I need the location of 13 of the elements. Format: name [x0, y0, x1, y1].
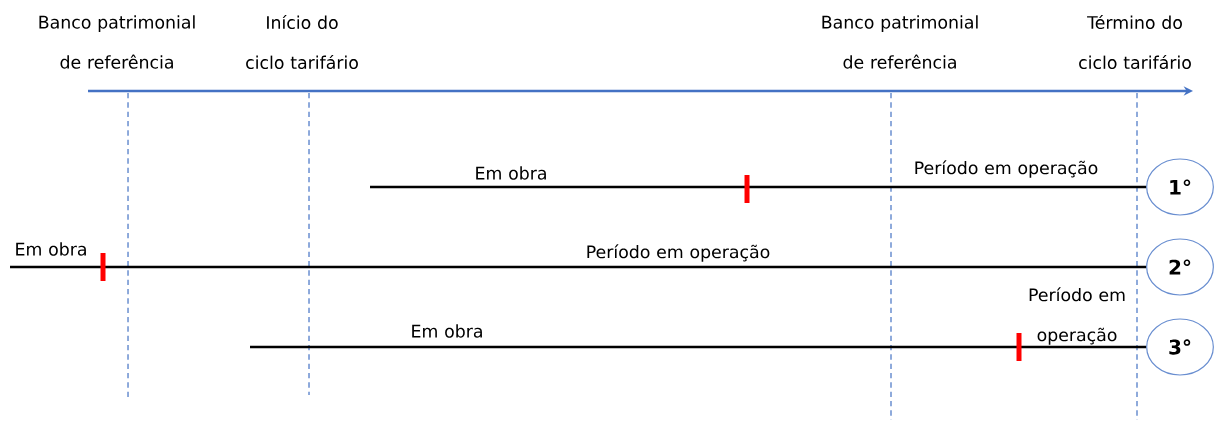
phase-label: Período em operação [587, 244, 770, 262]
timeline-bar [10, 265, 1147, 269]
timeline-label: Início do ciclo tarifário [246, 14, 358, 70]
phase-label: Período em operação [915, 160, 1098, 178]
timeline-label: Banco patrimonial de referência [822, 15, 978, 69]
timeline-label: Término do ciclo tarifário [1079, 14, 1191, 70]
phase-label: Em obra [16, 242, 86, 256]
timeline-bar [370, 185, 1147, 189]
timeline-bar [250, 345, 1147, 349]
phase-label: Em obra [476, 166, 546, 180]
timeline-label: Banco patrimonial de referência [39, 15, 195, 69]
phase-label: Em obra [412, 324, 482, 338]
phase-label: Período em operação [1029, 287, 1125, 345]
